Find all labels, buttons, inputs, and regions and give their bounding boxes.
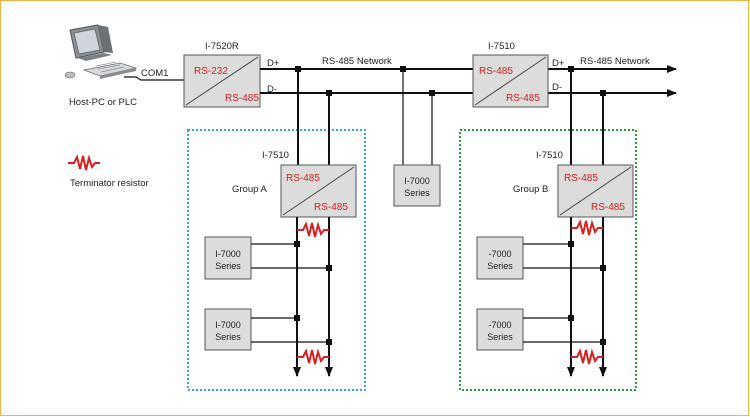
host-label: Host-PC or PLC: [69, 97, 137, 108]
repeater-main-port-in: RS-485: [479, 66, 513, 77]
junction: [326, 339, 332, 345]
group-a-repeater-port-out: RS-485: [314, 202, 348, 213]
junction: [294, 315, 300, 321]
group-a-module-line1: I-7000: [215, 320, 241, 330]
group-a-label: Group A: [232, 184, 268, 195]
group-a-module-box: [204, 236, 252, 280]
group-b-module-box: [476, 308, 524, 351]
group-b-repeater-box: [557, 164, 634, 218]
resistor-icon: [571, 219, 603, 236]
repeater-main-model: I-7510: [488, 41, 515, 52]
group-b-repeater-model: I-7510: [536, 150, 563, 161]
middle-module-line2: Series: [404, 188, 430, 198]
converter-port-out: RS-485: [225, 93, 259, 104]
bus-network-label-left: RS-485 Network: [322, 56, 392, 67]
resistor-icon: [297, 221, 329, 238]
middle-module-box: [393, 164, 441, 207]
resistor-icon: [297, 348, 329, 365]
group-a-repeater-model: I-7510: [262, 150, 289, 161]
group-a-border: [187, 129, 366, 391]
com1-cable: [124, 76, 184, 81]
resistor-icon: [571, 348, 603, 365]
junction: [600, 265, 606, 271]
group-b-label: Group B: [513, 184, 548, 195]
junction: [400, 66, 406, 72]
repeater-main-port-out: RS-485: [506, 93, 540, 104]
group-a-module-line2: Series: [215, 261, 241, 271]
group-b-module-line1: -7000: [488, 249, 511, 259]
legend-label: Terminator resistor: [70, 178, 149, 189]
bus-dminus-left: D-: [267, 84, 277, 95]
bus-network-label-right: RS-485 Network: [580, 56, 650, 67]
repeater-main-box: [472, 54, 549, 108]
junction: [326, 265, 332, 271]
computer-icon: [64, 24, 138, 79]
converter-box: [183, 54, 261, 108]
com-port-label: COM1: [141, 68, 168, 79]
group-b-module-line2: Series: [487, 261, 513, 271]
group-a-module-box: [204, 308, 252, 351]
bus-dplus-right: D+: [552, 58, 565, 69]
group-b-module-line2: Series: [487, 332, 513, 342]
group-b-border: [459, 129, 637, 391]
converter-port-in: RS-232: [194, 66, 228, 77]
group-b-module-box: [476, 236, 524, 280]
junction: [294, 241, 300, 247]
group-b-repeater-port-out: RS-485: [591, 202, 625, 213]
junction: [568, 241, 574, 247]
group-a-repeater-box: [280, 164, 357, 218]
group-a-module-line1: I-7000: [215, 249, 241, 259]
group-b-module-line1: -7000: [488, 320, 511, 330]
junction: [568, 315, 574, 321]
junction: [295, 66, 301, 72]
junction: [600, 339, 606, 345]
group-b-repeater-port-in: RS-485: [564, 173, 598, 184]
group-a-module-line2: Series: [215, 332, 241, 342]
group-a-repeater-port-in: RS-485: [286, 173, 320, 184]
resistor-icon: [68, 154, 100, 171]
converter-model: I-7520R: [205, 41, 239, 52]
bus-dminus-right: D-: [552, 82, 562, 93]
junction: [600, 90, 606, 96]
middle-module-line1: I-7000: [404, 176, 430, 186]
junction: [326, 90, 332, 96]
bus-dplus-left: D+: [267, 58, 280, 69]
junction: [568, 66, 574, 72]
junction: [429, 90, 435, 96]
